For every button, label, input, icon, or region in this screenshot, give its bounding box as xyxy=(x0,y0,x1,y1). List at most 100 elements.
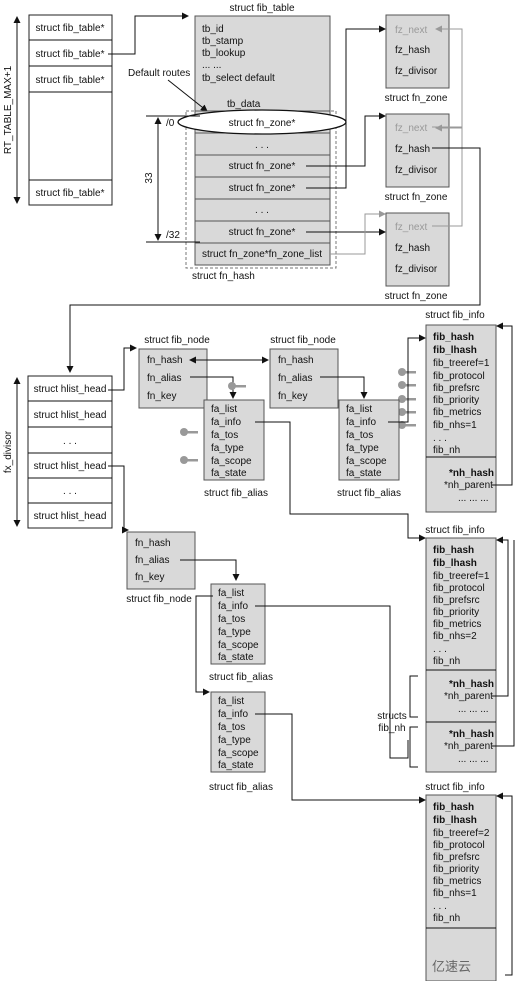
hlist-head-4: struct hlist_head xyxy=(34,511,107,522)
zone-vdots-1: . . . xyxy=(255,140,269,151)
fib-info-1-nh: fib_nh xyxy=(433,445,460,456)
fn-zone-caption-3: struct fn_zone xyxy=(385,291,448,302)
fa-list-2: fa_list xyxy=(346,404,372,415)
fz-divisor-3: fz_divisor xyxy=(395,264,438,275)
fn-zone-slot-b: struct fn_zone* xyxy=(229,183,296,194)
zone-count-33: 33 xyxy=(144,172,155,184)
fib-info-2: struct fib_info fib_hash fib_lhash fib_t… xyxy=(425,525,497,773)
fa-tos-1: fa_tos xyxy=(211,430,238,441)
fib-info-1-lhash: fib_lhash xyxy=(433,345,477,356)
fib-info-2-nh-hash-b: *nh_hash xyxy=(449,729,494,740)
fib-node-1: struct fib_node fn_hash fn_alias fn_key xyxy=(138,335,210,409)
fz-next-3: fz_next xyxy=(395,222,427,233)
fib-alias-caption-3: struct fib_alias xyxy=(209,672,273,683)
fa-scope-3: fa_scope xyxy=(218,640,259,651)
fib-info-caption-2: struct fib_info xyxy=(425,525,485,536)
fa-scope-1: fa_scope xyxy=(211,456,252,467)
fa-state-1: fa_state xyxy=(211,468,247,479)
fa-tos-2: fa_tos xyxy=(346,430,373,441)
fib-info-3-priority: fib_priority xyxy=(433,864,479,875)
fz-hash-1: fz_hash xyxy=(395,45,430,56)
hlist-head-1: struct hlist_head xyxy=(34,384,107,395)
fib-info-2-nh-dots-a: ... ... ... xyxy=(458,704,489,715)
fib-info-2-nh-dots-b: ... ... ... xyxy=(458,754,489,765)
fz-hash-2: fz_hash xyxy=(395,144,430,155)
hlist-head-2: struct hlist_head xyxy=(34,410,107,421)
fib-info-2-prefsrc: fib_prefsrc xyxy=(433,595,480,606)
fa-info-2: fa_info xyxy=(346,417,376,428)
fz-next-1: fz_next xyxy=(395,25,427,36)
fib-info-1-nh-parent: *nh_parent xyxy=(444,480,493,491)
fib-node-caption-2: struct fib_node xyxy=(270,335,336,346)
fib-info-1-prefsrc: fib_prefsrc xyxy=(433,383,480,394)
fib-table-slot-3: struct fib_table* xyxy=(36,75,105,86)
fa-type-3: fa_type xyxy=(218,627,251,638)
default-routes-label: Default routes xyxy=(128,68,190,79)
fib-info-2-hash: fib_hash xyxy=(433,545,474,556)
fib-info-3-dots: . . . xyxy=(433,901,447,912)
fn-zone-slot-0: struct fn_zone* xyxy=(229,118,296,129)
fa-type-2: fa_type xyxy=(346,443,379,454)
tb-dots: ... ... xyxy=(202,60,221,71)
fa-scope-2: fa_scope xyxy=(346,456,387,467)
fn-alias-2: fn_alias xyxy=(278,373,312,384)
fib-info-2-dots: . . . xyxy=(433,644,447,655)
fib-info-2-nh: fib_nh xyxy=(433,656,460,667)
fib-alias-1: fa_list fa_info fa_tos fa_type fa_scope … xyxy=(203,399,268,499)
fa-type-1: fa_type xyxy=(211,443,244,454)
fn-zone-slot-32: struct fn_zone* xyxy=(229,227,296,238)
hlist-head-3: struct hlist_head xyxy=(34,461,107,472)
fib-info-1-nhs: fib_nhs=1 xyxy=(433,420,477,431)
fib-info-1-metrics: fib_metrics xyxy=(433,407,481,418)
fx-divisor-label: fx_divisor xyxy=(3,430,14,473)
fib-info-3: struct fib_info fib_hash fib_lhash fib_t… xyxy=(425,782,497,981)
fa-type-4: fa_type xyxy=(218,735,251,746)
fa-scope-4: fa_scope xyxy=(218,748,259,759)
fib-info-1-treeref: fib_treeref=1 xyxy=(433,358,490,369)
slash-0: /0 xyxy=(166,118,175,129)
fib-info-2-nh-hash-a: *nh_hash xyxy=(449,679,494,690)
tb-lookup: tb_lookup xyxy=(202,48,246,59)
fib-info-1-dots: . . . xyxy=(433,433,447,444)
fib-info-3-treeref: fib_treeref=2 xyxy=(433,828,490,839)
rt-table-max-label: RT_TABLE_MAX+1 xyxy=(3,65,14,154)
fib-info-2-lhash: fib_lhash xyxy=(433,558,477,569)
fib-table-array: struct fib_table* struct fib_table* stru… xyxy=(3,14,113,206)
fn-key-2: fn_key xyxy=(278,391,307,402)
fib-info-3-nhs: fib_nhs=1 xyxy=(433,888,477,899)
fib-info-2-nh-parent-b: *nh_parent xyxy=(444,741,493,752)
fz-hash-3: fz_hash xyxy=(395,243,430,254)
fib-info-1-nh-dots: ... ... ... xyxy=(458,493,489,504)
tb-id: tb_id xyxy=(202,24,224,35)
fib-info-2-priority: fib_priority xyxy=(433,607,479,618)
fn-hash-1: fn_hash xyxy=(147,355,183,366)
fa-tos-3: fa_tos xyxy=(218,614,245,625)
structs-label: structs xyxy=(377,711,406,722)
fib-alias-3: fa_list fa_info fa_tos fa_type fa_scope … xyxy=(209,583,273,683)
fib-info-1-hash: fib_hash xyxy=(433,332,474,343)
fa-info-1: fa_info xyxy=(211,417,241,428)
fa-state-2: fa_state xyxy=(346,468,382,479)
fn-zone-list: struct fn_zone*fn_zone_list xyxy=(202,249,322,260)
fa-list-1: fa_list xyxy=(211,404,237,415)
fib-alias-4: fa_list fa_info fa_tos fa_type fa_scope … xyxy=(209,691,273,793)
fib-info-1-priority: fib_priority xyxy=(433,395,479,406)
fib-table-box xyxy=(194,15,331,112)
fn-key-1: fn_key xyxy=(147,391,176,402)
fz-divisor-1: fz_divisor xyxy=(395,66,438,77)
fib-info-3-nh: fib_nh xyxy=(433,913,460,924)
fib-info-3-prefsrc: fib_prefsrc xyxy=(433,852,480,863)
fib-table-array-frame xyxy=(28,14,113,206)
fib-alias-caption-4: struct fib_alias xyxy=(209,782,273,793)
key-icon xyxy=(180,368,416,464)
fn-key-3: fn_key xyxy=(135,572,164,583)
fib-info-3-hash: fib_hash xyxy=(433,802,474,813)
tb-stamp: tb_stamp xyxy=(202,36,244,47)
fa-info-3: fa_info xyxy=(218,601,248,612)
fib-table-caption: struct fib_table xyxy=(229,3,294,14)
fn-hash-3: fn_hash xyxy=(135,538,171,549)
watermark-logo: 亿速云 xyxy=(432,960,472,975)
fib-info-1-protocol: fib_protocol xyxy=(433,371,485,382)
fn-zone-3: fz_next fz_hash fz_divisor struct fn_zon… xyxy=(385,212,450,302)
